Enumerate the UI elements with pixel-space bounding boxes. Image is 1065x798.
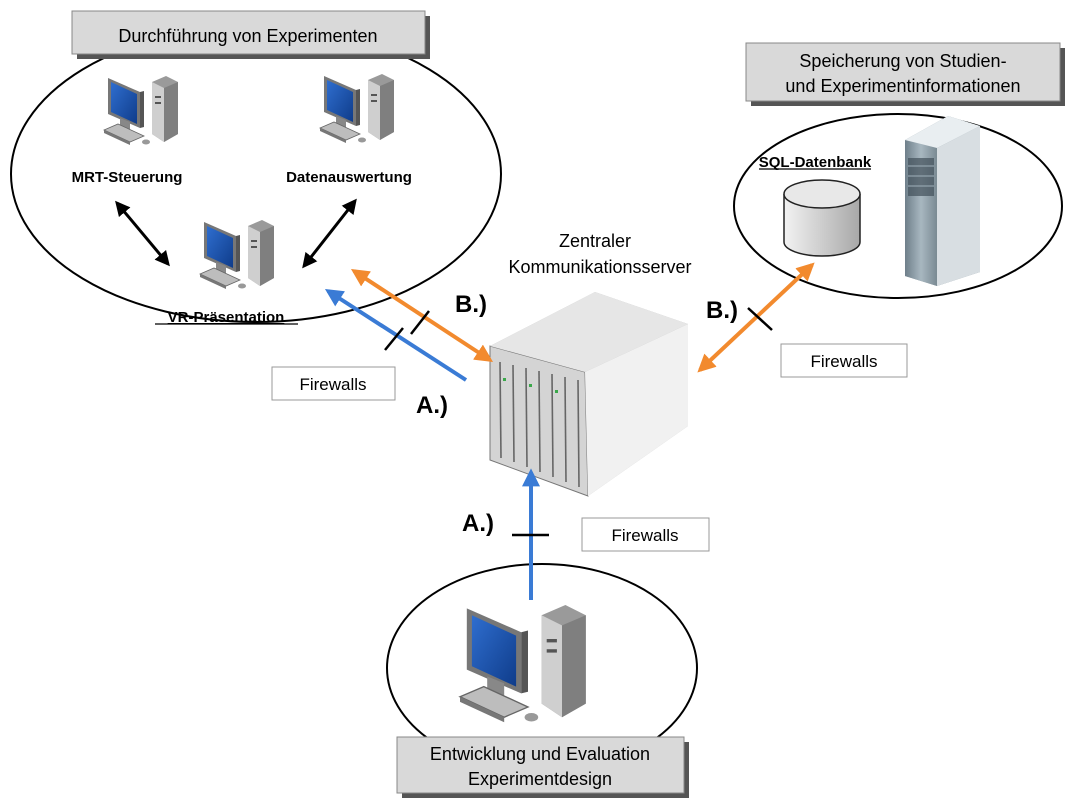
design-title-line1: Entwicklung und Evaluation <box>430 744 650 764</box>
storage-title-line1: Speicherung von Studien- <box>799 51 1006 71</box>
label-b-storage: B.) <box>706 297 738 324</box>
mrt-vr-arrow <box>115 200 170 267</box>
design-computer-icon <box>459 604 587 724</box>
tower-server-icon <box>905 116 980 286</box>
firewall-label-design: Firewalls <box>611 526 678 545</box>
firewall-box-storage: Firewalls <box>780 343 908 378</box>
vr-computer-icon <box>199 219 275 290</box>
storage-title-box: Speicherung von Studien- und Experimenti… <box>745 42 1065 106</box>
connection-b-vr-arrow <box>350 269 494 362</box>
server-label-line1: Zentraler <box>559 231 631 251</box>
firewall-tick-b-vr <box>410 310 430 335</box>
firewall-tick-b-storage <box>747 307 773 331</box>
storage-title-line2: und Experimentinformationen <box>785 76 1020 96</box>
mrt-label: MRT-Steuerung <box>72 169 183 186</box>
analysis-vr-arrow <box>302 198 357 269</box>
firewall-box-vr: Firewalls <box>271 366 396 401</box>
connection-b-storage-arrow <box>697 262 815 373</box>
server-label-line2: Kommunikationsserver <box>508 257 691 277</box>
mrt-computer-icon <box>103 75 179 146</box>
design-title-line2: Experimentdesign <box>468 769 612 789</box>
database-cylinder-icon <box>783 179 861 257</box>
label-a-vr: A.) <box>416 392 448 419</box>
firewall-box-design: Firewalls <box>581 517 710 552</box>
server-rack-icon <box>489 292 688 497</box>
db-label: SQL-Datenbank <box>759 154 872 171</box>
analysis-computer-icon <box>319 73 395 144</box>
experiments-title: Durchführung von Experimenten <box>118 26 377 46</box>
firewall-tick-a-vr <box>384 327 404 351</box>
storage-ellipse <box>733 113 1063 299</box>
experiments-title-box: Durchführung von Experimenten <box>71 10 430 59</box>
vr-label: VR-Präsentation <box>168 309 285 326</box>
analysis-label: Datenauswertung <box>286 169 412 186</box>
label-b-vr: B.) <box>455 291 487 318</box>
firewall-label-vr: Firewalls <box>299 375 366 394</box>
design-title-box: Entwicklung und Evaluation Experimentdes… <box>396 736 689 798</box>
firewall-label-storage: Firewalls <box>810 352 877 371</box>
label-a-design: A.) <box>462 510 494 537</box>
